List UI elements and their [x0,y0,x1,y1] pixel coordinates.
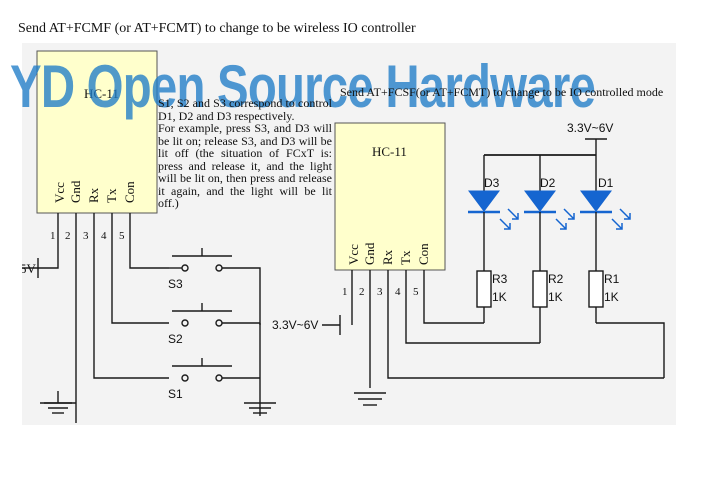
right-rx-wire [387,270,664,379]
left-vcc-supply-label: 5V [22,261,37,276]
left-pin-rx-label: Rx [86,187,101,203]
right-tx-wire [405,270,540,344]
right-pin-number-4: 4 [395,286,401,298]
right-pin-gnd-label: Gnd [362,242,377,265]
right-module: HC-11 Vcc Gnd Rx Tx Con 1 2 3 4 5 [334,122,664,406]
right-pin-number-1: 1 [342,286,348,298]
left-tx-wire [111,213,169,324]
switch-supply-label: 3.3V~6V [272,318,318,332]
left-pin-con-label: Con [122,181,137,203]
switch-s2-label: S2 [168,332,183,346]
switch-s2: S2 [168,303,260,346]
left-module: HC-11 Vcc Gnd Rx Tx Con 1 2 3 4 5 5V [22,50,169,423]
right-module-name: HC-11 [372,144,407,159]
resistor-r2: R2 1K [532,270,564,343]
left-pin-number-1: 1 [50,230,56,242]
led-d1-label: D1 [598,176,614,190]
left-rx-wire [93,213,169,379]
left-pin-number-5: 5 [119,230,125,242]
left-module-name: HC-11 [84,86,119,101]
page-title: Send AT+FCMF (or AT+FCMT) to change to b… [18,21,416,36]
right-module-body [334,122,446,271]
left-pin-tx-label: Tx [104,188,119,203]
right-pin-tx-label: Tx [398,250,413,265]
led-d2-label: D2 [540,176,556,190]
left-pin-number-3: 3 [83,230,89,242]
right-pin-con-label: Con [416,243,431,265]
right-pin-rx-label: Rx [380,249,395,265]
resistor-r3-value: 1K [492,290,507,304]
right-pin-vcc-label: Vcc [346,244,361,265]
left-description-p2: For example, press S3, and D3 will be li… [158,121,332,210]
resistor-r1: R1 1K [588,270,665,378]
resistor-r3: R3 1K [476,270,508,323]
led-d3: D3 [468,155,519,271]
right-pin-number-3: 3 [377,286,383,298]
right-description: Send AT+FCSF(or AT+FCMT) to change to be… [340,85,664,99]
resistor-r1-value: 1K [604,290,619,304]
left-ground-symbol [40,391,76,414]
led-d3-label: D3 [484,176,500,190]
right-pin-number-5: 5 [413,286,419,298]
right-ground-symbol [354,392,386,406]
switch-s3: S3 [168,248,261,416]
resistor-r3-label: R3 [492,272,508,286]
schematic-diagram: HC-11 Vcc Gnd Rx Tx Con 1 2 3 4 5 5V [22,50,665,423]
resistor-r2-label: R2 [548,272,564,286]
resistor-r1-label: R1 [604,272,620,286]
left-module-body [36,50,158,214]
right-pin-number-2: 2 [359,286,365,298]
watermark-logo: YD Open Source Hardware [10,53,596,120]
left-description-p1: S1, S2 and S3 correspond to control D1, … [158,96,332,123]
led-supply-label: 3.3V~6V [567,121,613,135]
left-pin-vcc-label: Vcc [52,182,67,203]
resistor-r2-value: 1K [548,290,563,304]
switch-s3-label: S3 [168,277,183,291]
left-pin-number-2: 2 [65,230,71,242]
left-vcc-wire [22,213,59,269]
left-pin-number-4: 4 [101,230,107,242]
led-d2: D2 [524,155,575,271]
switch-s1: S1 [168,358,260,401]
right-con-wire [423,270,484,324]
left-description: S1, S2 and S3 correspond to control D1, … [158,97,332,210]
schematic-panel: HC-11 Vcc Gnd Rx Tx Con 1 2 3 4 5 5V [22,43,676,425]
switch-ground-symbol [244,402,276,414]
switch-s1-label: S1 [168,387,183,401]
left-con-wire [129,213,169,269]
led-d1: D1 [580,155,631,271]
left-pin-gnd-label: Gnd [68,180,83,203]
